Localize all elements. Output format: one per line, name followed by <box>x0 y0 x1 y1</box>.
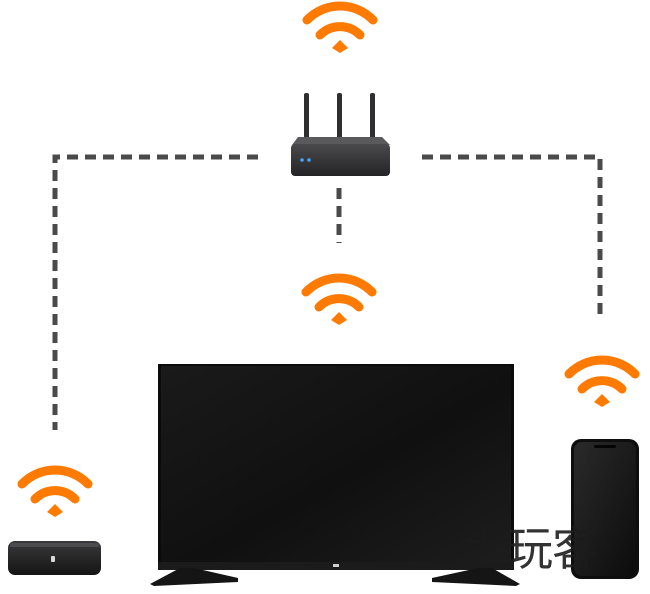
wifi-icon-tv <box>301 273 377 325</box>
connector-router-to-phone <box>422 154 603 318</box>
connector-router-to-set-top-box <box>52 154 258 430</box>
wifi-icon-router <box>302 1 378 53</box>
wifi-icon-set-top-box <box>17 465 93 517</box>
tv-icon <box>150 364 520 586</box>
watermark-logo: 大玩客 <box>462 522 598 576</box>
smartphone-icon <box>571 439 639 579</box>
set-top-box-icon <box>8 541 101 575</box>
wifi-icon-phone <box>564 355 640 407</box>
router-icon <box>291 93 390 176</box>
